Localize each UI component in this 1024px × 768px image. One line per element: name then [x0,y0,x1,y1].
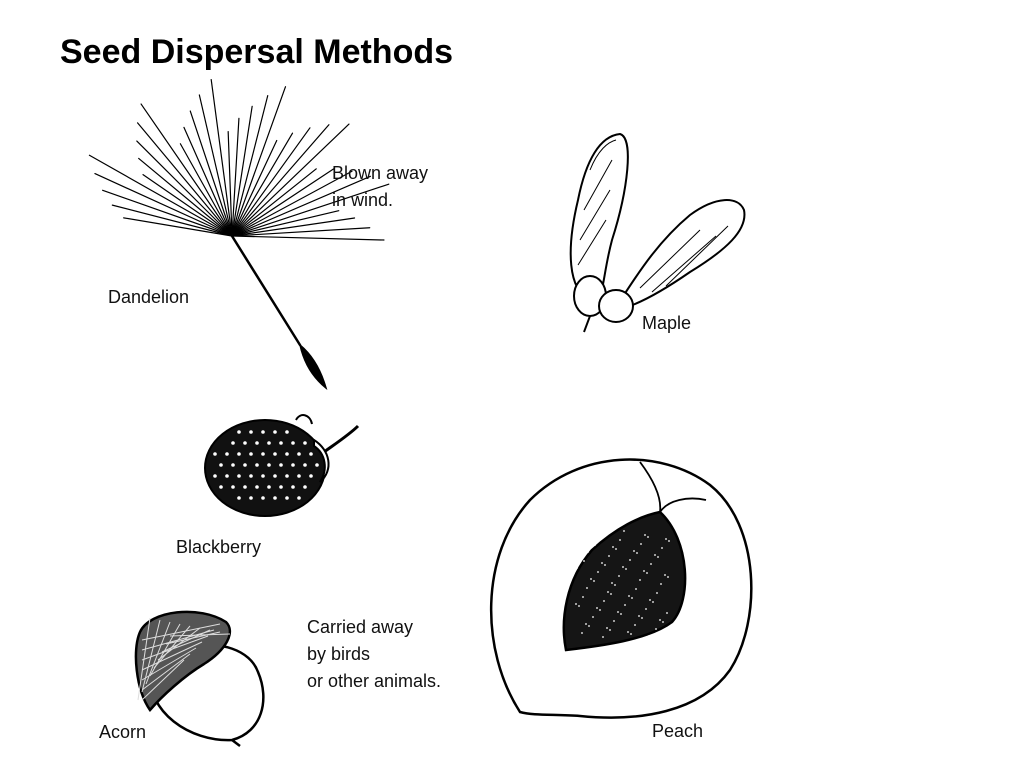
wind-caption: Blown away in wind. [332,160,428,214]
animals-caption: Carried away by birds or other animals. [307,614,441,695]
label-acorn: Acorn [99,722,147,742]
animals-caption-line-2: by birds [307,644,371,664]
dandelion-seed-drawing [88,78,390,391]
label-blackberry: Blackberry [176,537,262,557]
acorn-drawing [134,610,265,747]
peach-drawing [490,458,753,719]
label-dandelion: Dandelion [108,287,190,307]
wind-caption-line-1: Blown away [332,163,429,183]
animals-caption-line-1: Carried away [307,617,414,637]
wind-caption-line-2: in wind. [332,190,394,210]
maple-seed-drawing [569,132,746,333]
animals-caption-line-3: or other animals. [307,671,442,691]
page-title: Seed Dispersal Methods [60,33,454,71]
blackberry-drawing [204,414,360,517]
label-maple: Maple [642,313,692,333]
label-peach: Peach [652,721,704,741]
